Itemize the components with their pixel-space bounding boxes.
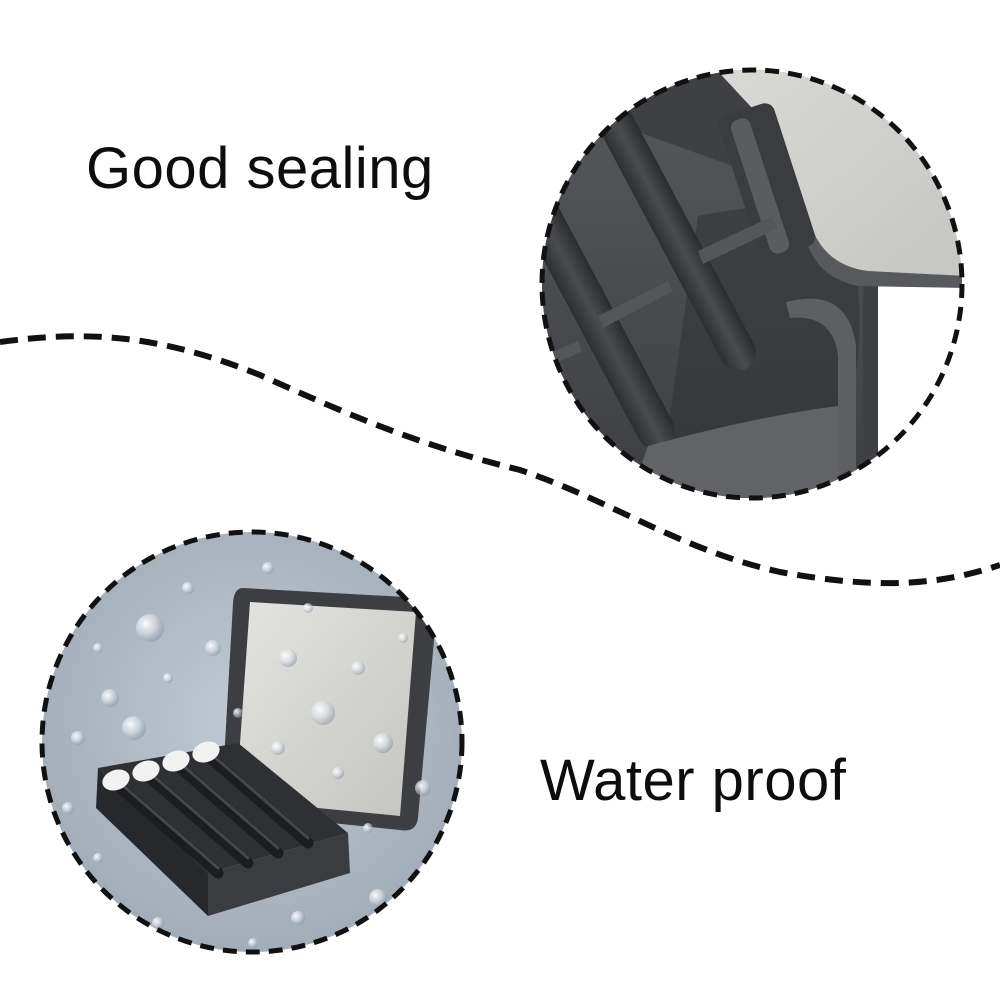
case-hinge-closeup-icon <box>539 67 965 501</box>
good-sealing-label: Good sealing <box>86 136 434 201</box>
case-with-water-droplets-icon <box>39 529 465 955</box>
water-proof-label: Water proof <box>540 748 847 813</box>
